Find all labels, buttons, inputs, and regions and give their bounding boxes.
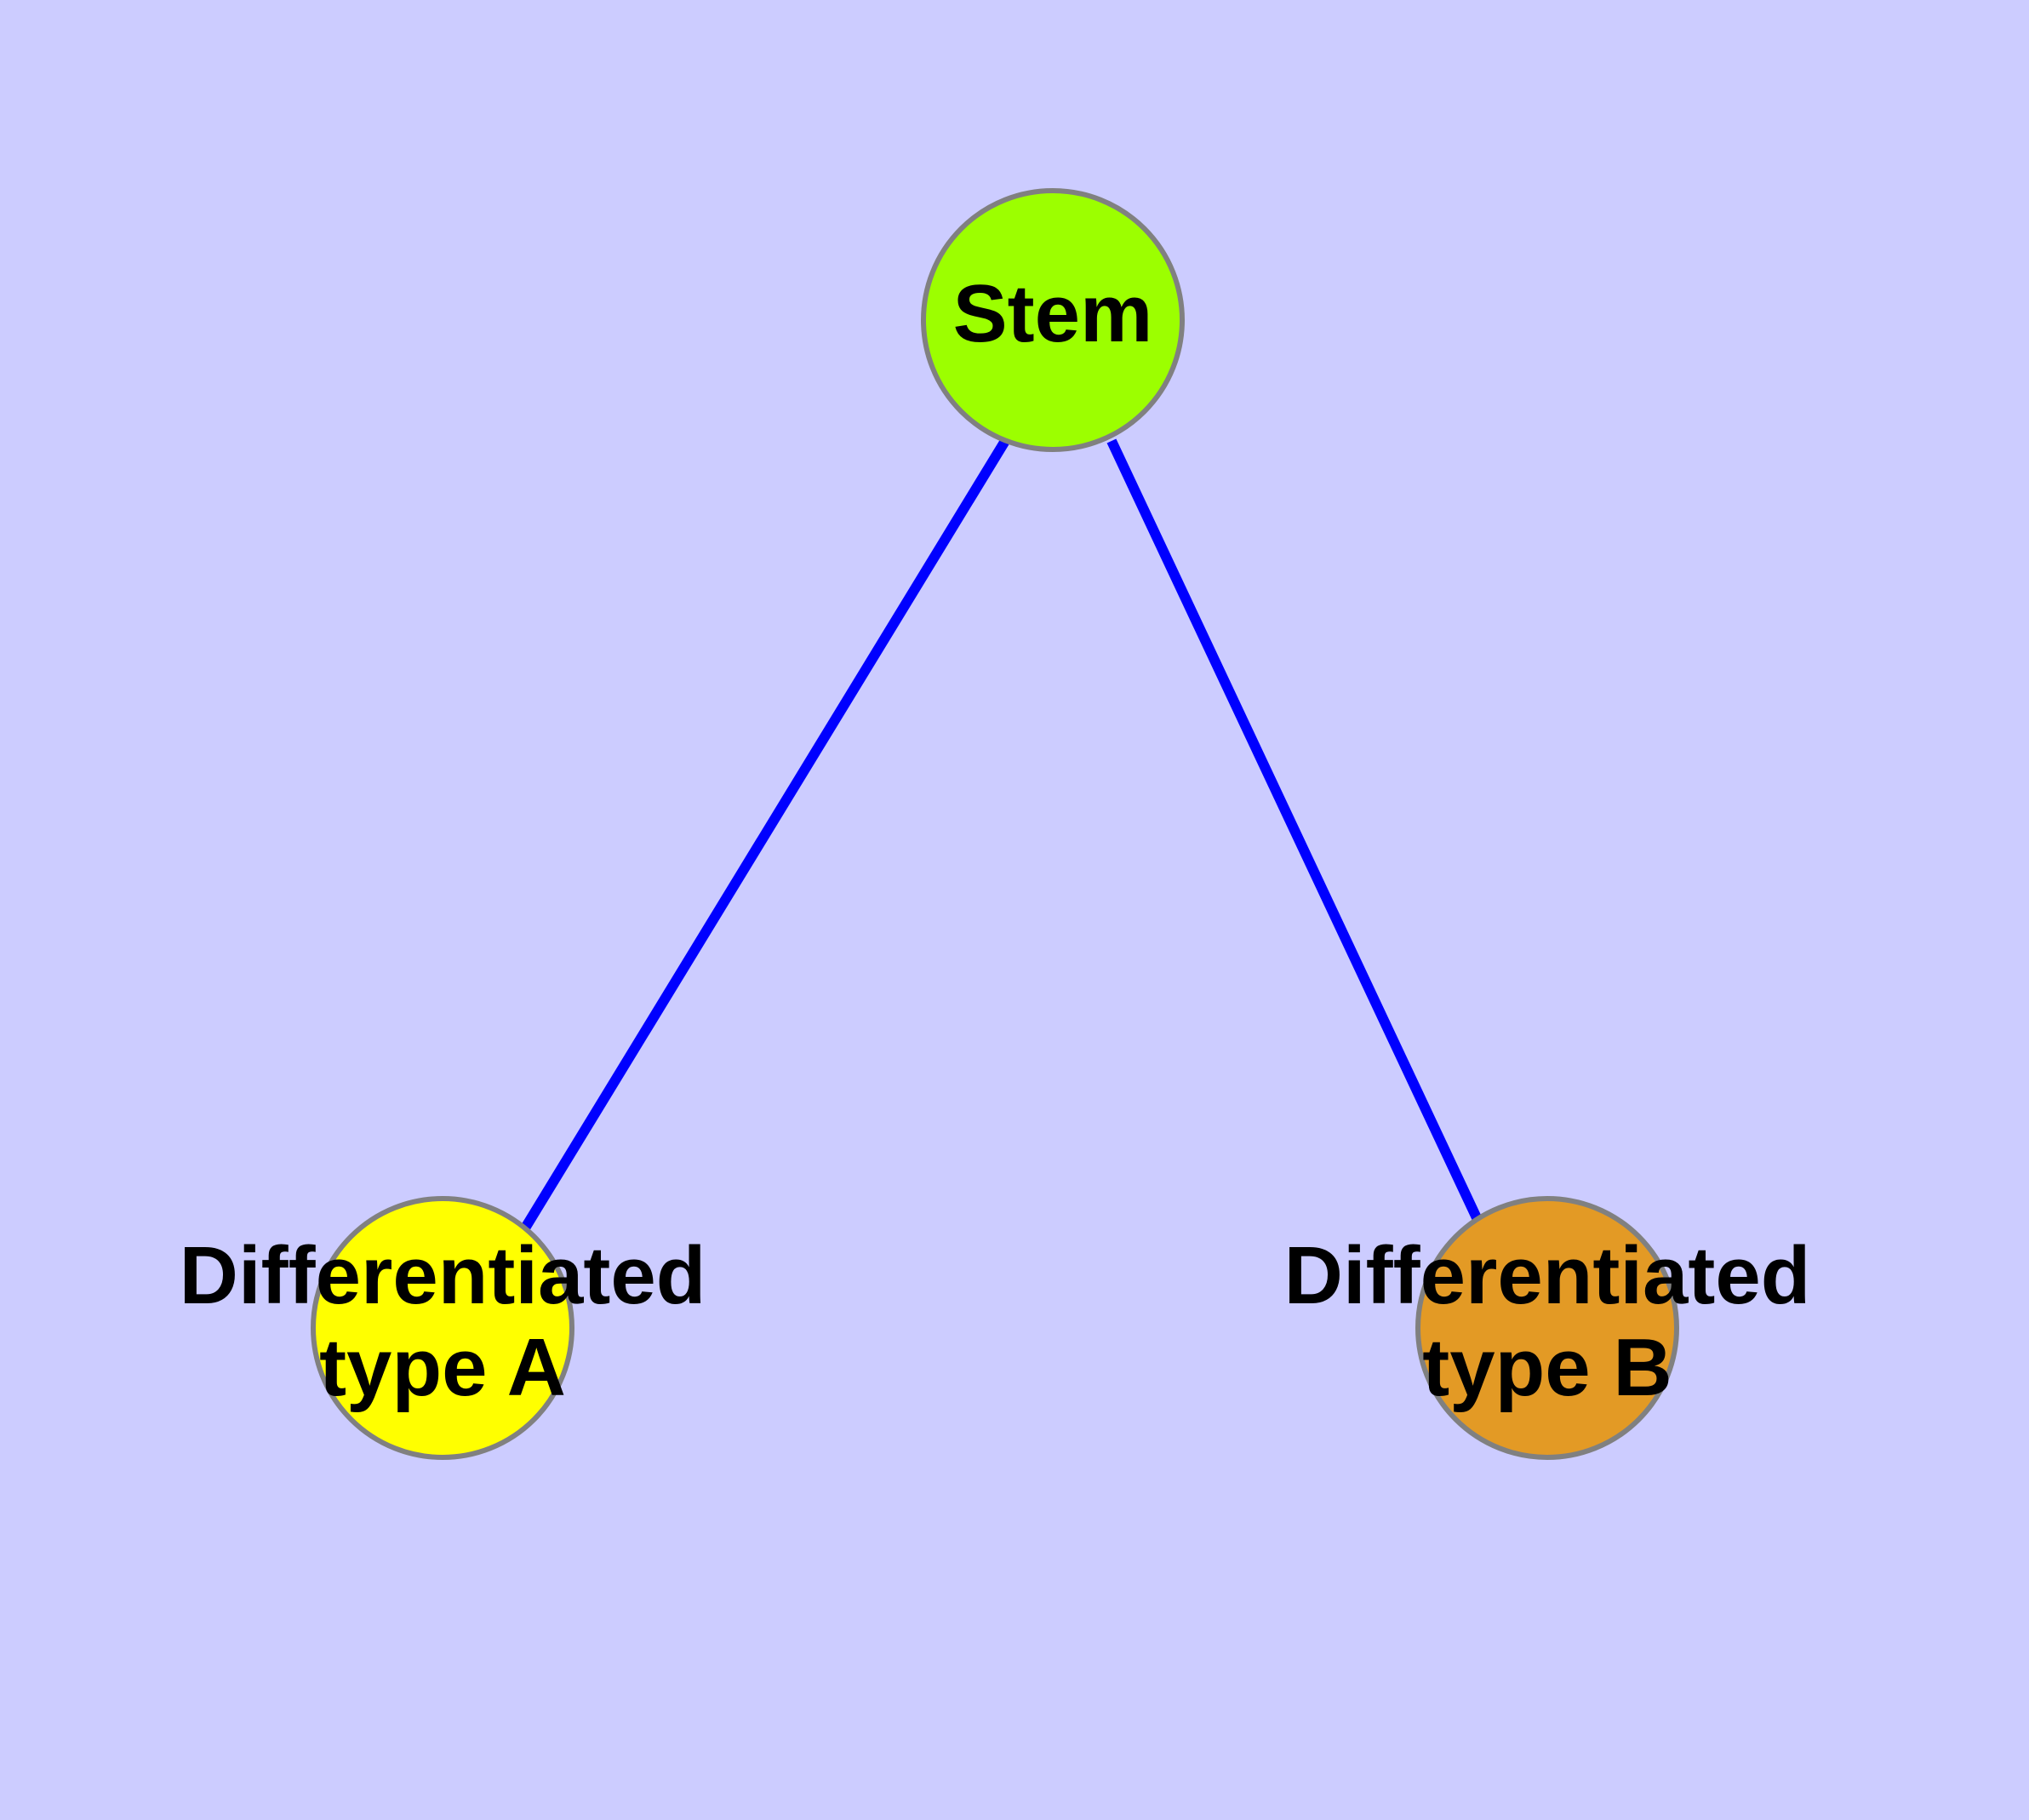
node-diff-b[interactable] (1415, 1196, 1679, 1460)
node-label-line: Stem (953, 268, 1153, 359)
node-label-line: Differentiated (1284, 1231, 1811, 1322)
node-label-line: type A (319, 1322, 566, 1413)
node-diff-a[interactable] (311, 1196, 574, 1460)
nodes-layer (311, 188, 1679, 1460)
edges-layer (521, 438, 1484, 1230)
edge-stem-to-diff-a[interactable] (521, 438, 1010, 1230)
edge-stem-to-diff-b[interactable] (1106, 438, 1484, 1226)
node-label-line: type B (1422, 1322, 1672, 1413)
node-label-stem: Stem (953, 268, 1153, 359)
node-stem[interactable] (921, 188, 1185, 452)
node-label-line: Differentiated (180, 1231, 706, 1322)
